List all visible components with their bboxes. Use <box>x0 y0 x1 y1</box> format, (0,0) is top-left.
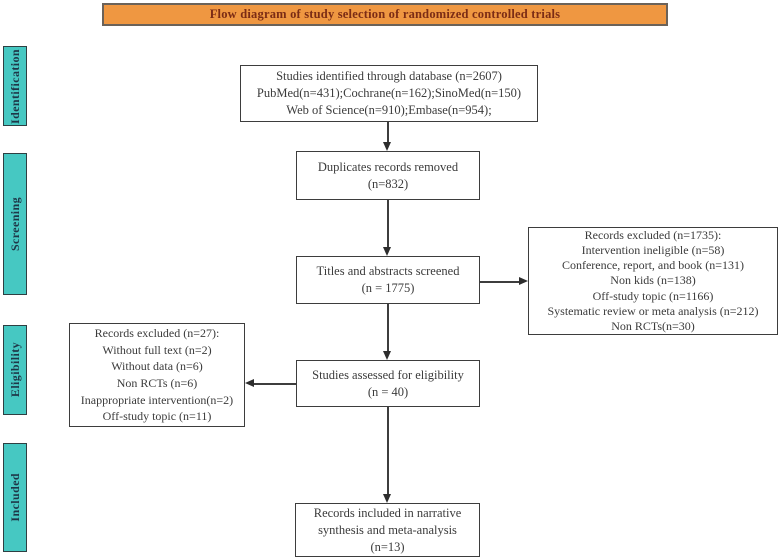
box-line: Records excluded (n=27): <box>94 326 220 341</box>
box-line: Without data (n=6) <box>111 359 203 374</box>
box-line: Without full text (n=2) <box>102 342 212 357</box>
arrowhead-down-icon <box>383 494 391 503</box>
arrowhead-down-icon <box>383 247 391 256</box>
connector-screened-to-assessed <box>387 304 389 351</box>
connector-screened-to-excluded <box>480 281 520 283</box>
box-line: (n=832) <box>367 176 409 191</box>
connector-assessed-to-included <box>387 407 389 495</box>
box-line: Conference, report, and book (n=131) <box>561 258 745 273</box>
stage-screening: Screening <box>3 153 27 295</box>
box-line: Non RCTs(n=30) <box>611 319 695 334</box>
box-line: (n = 40) <box>367 384 409 399</box>
box-line: Studies identified through database (n=2… <box>276 69 502 83</box>
box-line: Records included in narrative <box>313 505 462 520</box>
box-line: (n = 1775) <box>361 281 415 295</box>
box-assessed-eligibility: Studies assessed for eligibility (n = 40… <box>296 360 480 407</box>
stage-identification: Identification <box>3 46 27 126</box>
box-line: Titles and abstracts screened <box>316 264 460 278</box>
box-line: Inappropriate intervention(n=2) <box>80 392 234 407</box>
box-line: (n=13) <box>370 539 405 554</box>
box-line: Systematic review or meta analysis (n=21… <box>547 303 759 318</box>
box-line: PubMed(n=431);Cochrane(n=162);SinoMed(n=… <box>256 86 522 100</box>
stage-included-label: Included <box>7 473 22 522</box>
box-line: Off-study topic (n=1166) <box>592 288 714 303</box>
arrowhead-down-icon <box>383 351 391 360</box>
box-records-excluded-eligibility: Records excluded (n=27): Without full te… <box>69 323 245 427</box>
box-line: Studies assessed for eligibility <box>312 367 464 382</box>
arrowhead-left-icon <box>245 379 254 387</box>
stage-screening-label: Screening <box>7 196 22 252</box>
box-line: Records excluded (n=1735): <box>584 227 722 242</box>
box-line: Non RCTs (n=6) <box>116 376 198 390</box>
stage-included: Included <box>3 443 27 552</box>
diagram-title: Flow diagram of study selection of rando… <box>102 3 668 26</box>
box-line: Non kids (n=138) <box>610 273 696 288</box>
box-line: Duplicates records removed <box>317 159 459 174</box>
arrowhead-down-icon <box>383 142 391 151</box>
box-line: Intervention ineligible (n=58) <box>581 243 725 257</box>
stage-eligibility: Eligibility <box>3 325 27 415</box>
box-line: Off-study topic (n=11) <box>102 409 212 424</box>
box-records-included: Records included in narrative synthesis … <box>295 503 480 557</box>
connector-duplicates-to-screened <box>387 200 389 247</box>
box-line: Web of Science(n=910);Embase(n=954); <box>286 103 492 117</box>
box-titles-screened: Titles and abstracts screened (n = 1775) <box>296 256 480 304</box>
stage-eligibility-label: Eligibility <box>7 342 22 398</box>
box-duplicates-removed: Duplicates records removed (n=832) <box>296 151 480 200</box>
connector-identified-to-duplicates <box>387 122 389 143</box>
box-records-excluded-screening: Records excluded (n=1735): Intervention … <box>528 227 778 335</box>
box-line: synthesis and meta-analysis <box>318 522 457 537</box>
connector-assessed-to-excluded <box>253 383 296 385</box>
arrowhead-right-icon <box>519 277 528 285</box>
box-studies-identified: Studies identified through database (n=2… <box>240 65 538 122</box>
stage-identification-label: Identification <box>7 48 22 124</box>
